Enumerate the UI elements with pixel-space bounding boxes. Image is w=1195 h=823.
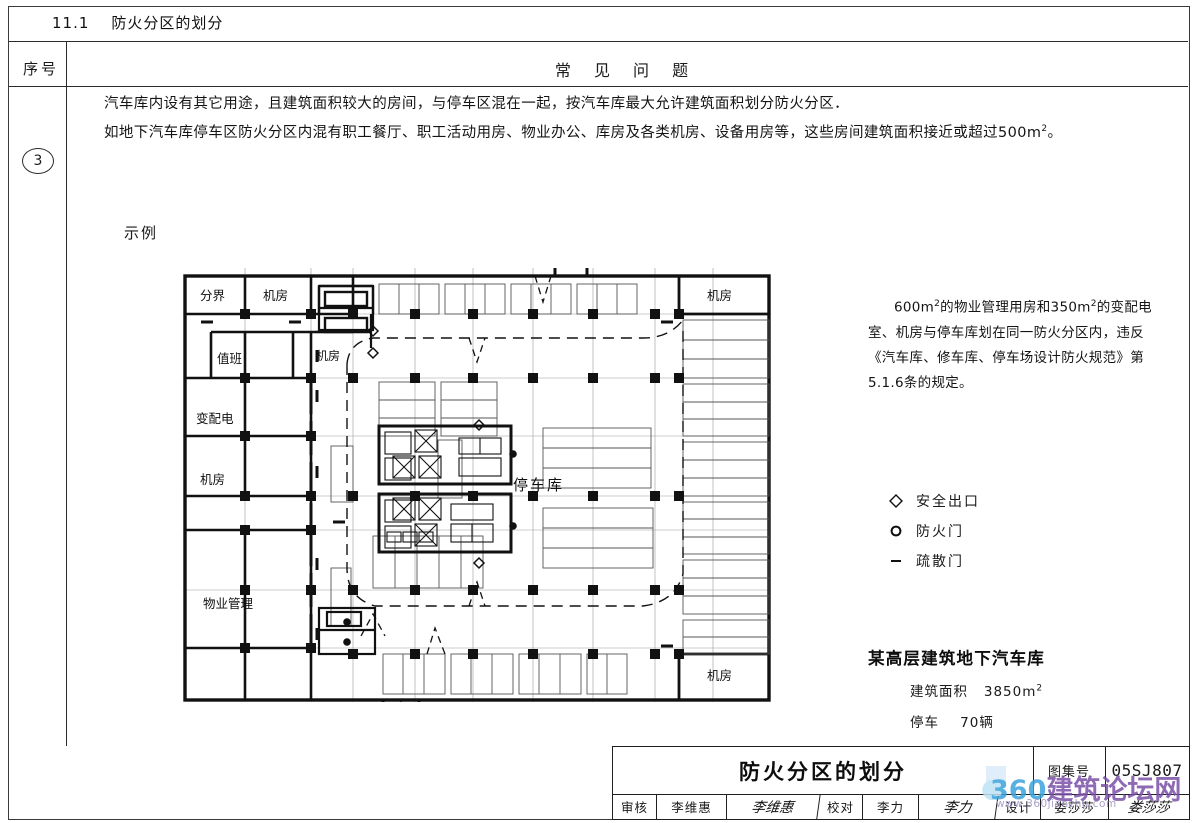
- left-block-walls: [185, 276, 355, 700]
- upper-core: [317, 284, 375, 332]
- safety-exit-symbol: [472, 418, 486, 432]
- fire-door-circle-icon: [876, 524, 916, 539]
- room-label-property-mgmt: 物业管理: [203, 596, 254, 611]
- problem-paragraph-2-text: 如地下汽车库停车区防火分区内混有职工餐厅、职工活动用房、物业办公、库房及各类机房…: [104, 124, 1042, 141]
- legend-item-fire-door: 防火门: [876, 516, 1116, 546]
- floor-plan-drawing: 分界 机房 值班 变配电 机房 物业管理 机房: [183, 268, 771, 702]
- legend-label-safety-exit: 安全出口: [916, 494, 980, 510]
- annotation-area-1: 600m: [894, 299, 935, 316]
- design-name: 娄莎莎: [1041, 794, 1109, 819]
- fire-compartment-boundary-top: [346, 316, 684, 365]
- title-block-drawing-name: 防火分区的划分: [739, 759, 907, 784]
- fire-door-symbol: [343, 638, 351, 646]
- room-label-plantroom-2: 机房: [200, 472, 225, 487]
- annotation-line-4: 5.1.6条的规定。: [868, 374, 973, 391]
- column-header-seq: 序号: [22, 60, 59, 78]
- room-label-plantroom-1: 机房: [263, 288, 288, 303]
- building-area-label: 建筑面积: [910, 684, 968, 700]
- fire-compartment-boundary-main: [346, 328, 684, 607]
- review-signature: 李维惠: [725, 794, 821, 819]
- title-block-divider-2: [1105, 747, 1106, 794]
- annotation-end-text: 的变配电: [1096, 299, 1152, 316]
- table-col-divider-head: [66, 41, 67, 86]
- section-title: 防火分区的划分: [111, 14, 224, 32]
- table-col-divider-body: [66, 86, 67, 746]
- legend-item-safety-exit: 安全出口: [876, 486, 1116, 516]
- row-sequence-number: 3: [22, 148, 54, 174]
- page-border: [8, 6, 1190, 820]
- page-title: 11.1 防火分区的划分: [52, 12, 223, 33]
- title-block-atlas-label: 图集号: [1047, 765, 1090, 780]
- evacuation-route-arrows: [360, 275, 552, 655]
- review-label: 审核: [613, 794, 657, 819]
- problem-paragraph-2: 如地下汽车库停车区防火分区内混有职工餐厅、职工活动用房、物业办公、库房及各类机房…: [76, 117, 1176, 146]
- problem-paragraph-1: 汽车库内设有其它用途，且建筑面积较大的房间，与停车区混在一起，按汽车库最大允许建…: [104, 96, 849, 112]
- header-rule-top: [9, 41, 1188, 42]
- problem-description: 汽车库内设有其它用途，且建筑面积较大的房间，与停车区混在一起，按汽车库最大允许建…: [76, 92, 1176, 146]
- evacuation-door-dash-icon: [876, 554, 916, 569]
- problem-paragraph-2-end: 。: [1047, 124, 1063, 141]
- building-area-row: 建筑面积 3850m2: [910, 680, 1148, 701]
- fire-door-symbol: [343, 618, 351, 626]
- room-label-duty: 值班: [217, 351, 242, 366]
- fire-door-symbol: [509, 522, 517, 530]
- building-core-lower: [377, 492, 513, 554]
- title-block-divider-1: [1033, 747, 1034, 794]
- building-parking-row: 停车 70辆: [910, 711, 1148, 731]
- title-block-atlas-number: 05SJ807: [1111, 761, 1183, 780]
- fire-door-symbol: [509, 450, 517, 458]
- annotation-mid-text: 的物业管理用房和350m: [940, 299, 1091, 316]
- building-area-value: 3850m: [983, 684, 1037, 700]
- annotation-line-1: 600m2的物业管理用房和350m2的变配电室、机房与停车库划在同一防火分区内，…: [868, 292, 1168, 396]
- room-label-parking-garage: 停车库: [513, 476, 564, 494]
- building-outer-wall: [183, 274, 771, 702]
- design-signature: 娄莎莎: [1126, 799, 1171, 816]
- column-header-common-problems: 常 见 问 题: [554, 61, 698, 80]
- legend-label-evacuation-door: 疏散门: [916, 554, 964, 570]
- problem-paragraph-2-superscript: 2: [1041, 124, 1048, 134]
- annotation-sup-2: 2: [1090, 299, 1097, 309]
- section-number: 11.1: [52, 14, 90, 32]
- room-label-substation: 变配电: [196, 411, 234, 426]
- building-area-superscript: 2: [1036, 683, 1044, 694]
- left-room-labels: 分界 机房 值班 变配电 机房 物业管理: [196, 288, 288, 611]
- annotation-line-3: 《汽车库、修车库、停车场设计防火规范》第: [868, 349, 1144, 366]
- lower-core: [317, 606, 377, 656]
- check-label: 校对: [819, 794, 863, 819]
- title-block-signature-row: 审核 李维惠 李维惠 校对 李力 李力 设计 娄莎莎 娄莎莎: [613, 794, 1189, 819]
- room-label-boundary: 分界: [200, 288, 226, 303]
- plan-legend: 安全出口 防火门 疏散门: [876, 486, 1116, 576]
- annotation-text: 600m2的物业管理用房和350m2的变配电室、机房与停车库划在同一防火分区内，…: [868, 292, 1168, 396]
- room-label-plantroom-right-top: 机房: [707, 288, 732, 303]
- building-parking-label: 停车: [910, 715, 939, 731]
- design-label: 设计: [997, 794, 1041, 819]
- building-name: 某高层建筑地下汽车库: [868, 649, 1045, 668]
- building-core-upper: [377, 424, 513, 486]
- annotation-sup-1: 2: [934, 299, 941, 309]
- legend-item-evacuation-door: 疏散门: [876, 546, 1116, 576]
- safety-exit-symbol: [366, 346, 380, 360]
- building-info: 某高层建筑地下汽车库 建筑面积 3850m2 停车 70辆: [868, 645, 1148, 731]
- safety-exit-diamond-icon: [876, 494, 916, 509]
- example-label: 示例: [124, 224, 159, 242]
- header-rule-bottom: [9, 86, 1188, 87]
- room-label-plantroom-mid: 机房: [316, 348, 340, 363]
- title-block-rule: [613, 794, 1189, 795]
- check-name: 李力: [863, 794, 919, 819]
- legend-label-fire-door: 防火门: [916, 524, 964, 540]
- room-label-plantroom-right-bottom: 机房: [707, 668, 732, 683]
- check-signature: 李力: [917, 794, 999, 819]
- review-name: 李维惠: [657, 794, 727, 819]
- building-parking-value: 70辆: [960, 715, 994, 731]
- safety-exit-symbol: [472, 556, 486, 570]
- title-block: 防火分区的划分 图集号 05SJ807 审核 李维惠 李维惠 校对 李力 李力 …: [612, 746, 1190, 820]
- annotation-line-2: 室、机房与停车库划在同一防火分区内，违反: [868, 324, 1144, 341]
